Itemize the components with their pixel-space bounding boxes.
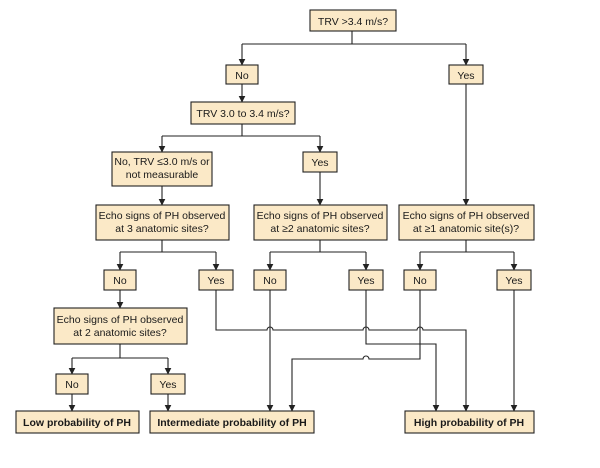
node-text: No (263, 275, 277, 287)
node-yes-6: Yes (150, 373, 186, 395)
node-trv-greater-3-4: TRV >3.4 m/s? (309, 9, 397, 32)
node-yes-4: Yes (348, 269, 384, 291)
outcome-high-probability: High probability of PH (404, 410, 535, 434)
node-no-4: No (253, 269, 287, 291)
outcome-text: High probability of PH (414, 417, 524, 429)
node-no-6: No (55, 373, 89, 395)
node-text: Yes (505, 275, 522, 287)
node-no-5: No (403, 269, 437, 291)
node-text: TRV >3.4 m/s? (318, 16, 388, 28)
node-no-3: No (103, 269, 137, 291)
node-yes-1: Yes (448, 64, 484, 85)
node-text: Yes (207, 275, 224, 287)
node-no-1: No (225, 64, 259, 85)
outcome-intermediate-probability: Intermediate probability of PH (149, 410, 315, 434)
node-text: Yes (457, 70, 474, 82)
node-text: Yes (159, 379, 176, 391)
connector-lines (68, 31, 518, 412)
node-text: Yes (357, 275, 374, 287)
node-yes-2: Yes (302, 151, 338, 173)
node-yes-3: Yes (198, 269, 234, 291)
outcome-low-probability: Low probability of PH (15, 410, 140, 434)
node-text: No (65, 379, 79, 391)
outcome-text: Low probability of PH (23, 417, 131, 429)
node-yes-5: Yes (496, 269, 532, 291)
node-text: TRV 3.0 to 3.4 m/s? (196, 108, 289, 120)
node-trv-3-to-3-4: TRV 3.0 to 3.4 m/s? (190, 101, 296, 125)
node-text: Yes (311, 157, 328, 169)
node-text: No (113, 275, 127, 287)
node-text: No (235, 70, 249, 82)
outcome-text: Intermediate probability of PH (157, 417, 306, 429)
node-text: No (413, 275, 427, 287)
